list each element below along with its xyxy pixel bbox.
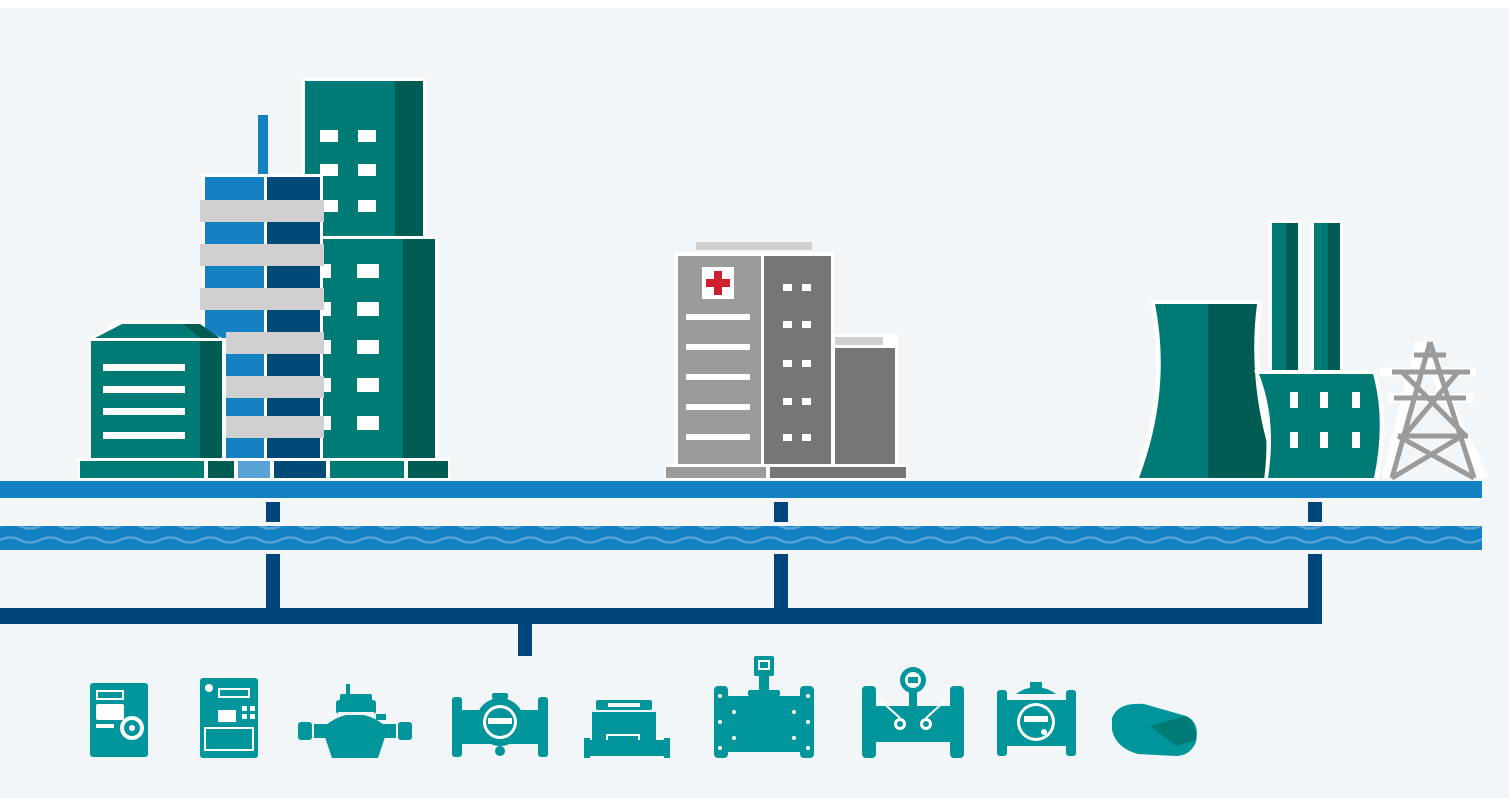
- flanged-meter-icon: [452, 693, 548, 757]
- hospital-icon: [664, 242, 908, 480]
- heat-meter-icon: [90, 683, 148, 757]
- radio-module-icon: [1112, 703, 1197, 756]
- supply-line-icon: [0, 481, 1482, 498]
- water-meter-icon: [298, 684, 412, 758]
- electricity-meter-icon: [200, 678, 258, 758]
- office-buildings-icon: [78, 78, 450, 480]
- power-plant-icon: [1134, 220, 1489, 481]
- pylon-icon: [1389, 341, 1477, 481]
- water-wave-icon: [0, 526, 1482, 550]
- bulk-meter-icon: [997, 682, 1076, 756]
- ultrasonic-meter-icon: [862, 667, 964, 758]
- gas-meter-icon: [584, 700, 670, 758]
- top-band: [0, 0, 1509, 8]
- red-cross-icon: [706, 271, 730, 295]
- data-line-icon: [0, 502, 1322, 656]
- flow-meter-icon: [714, 656, 814, 758]
